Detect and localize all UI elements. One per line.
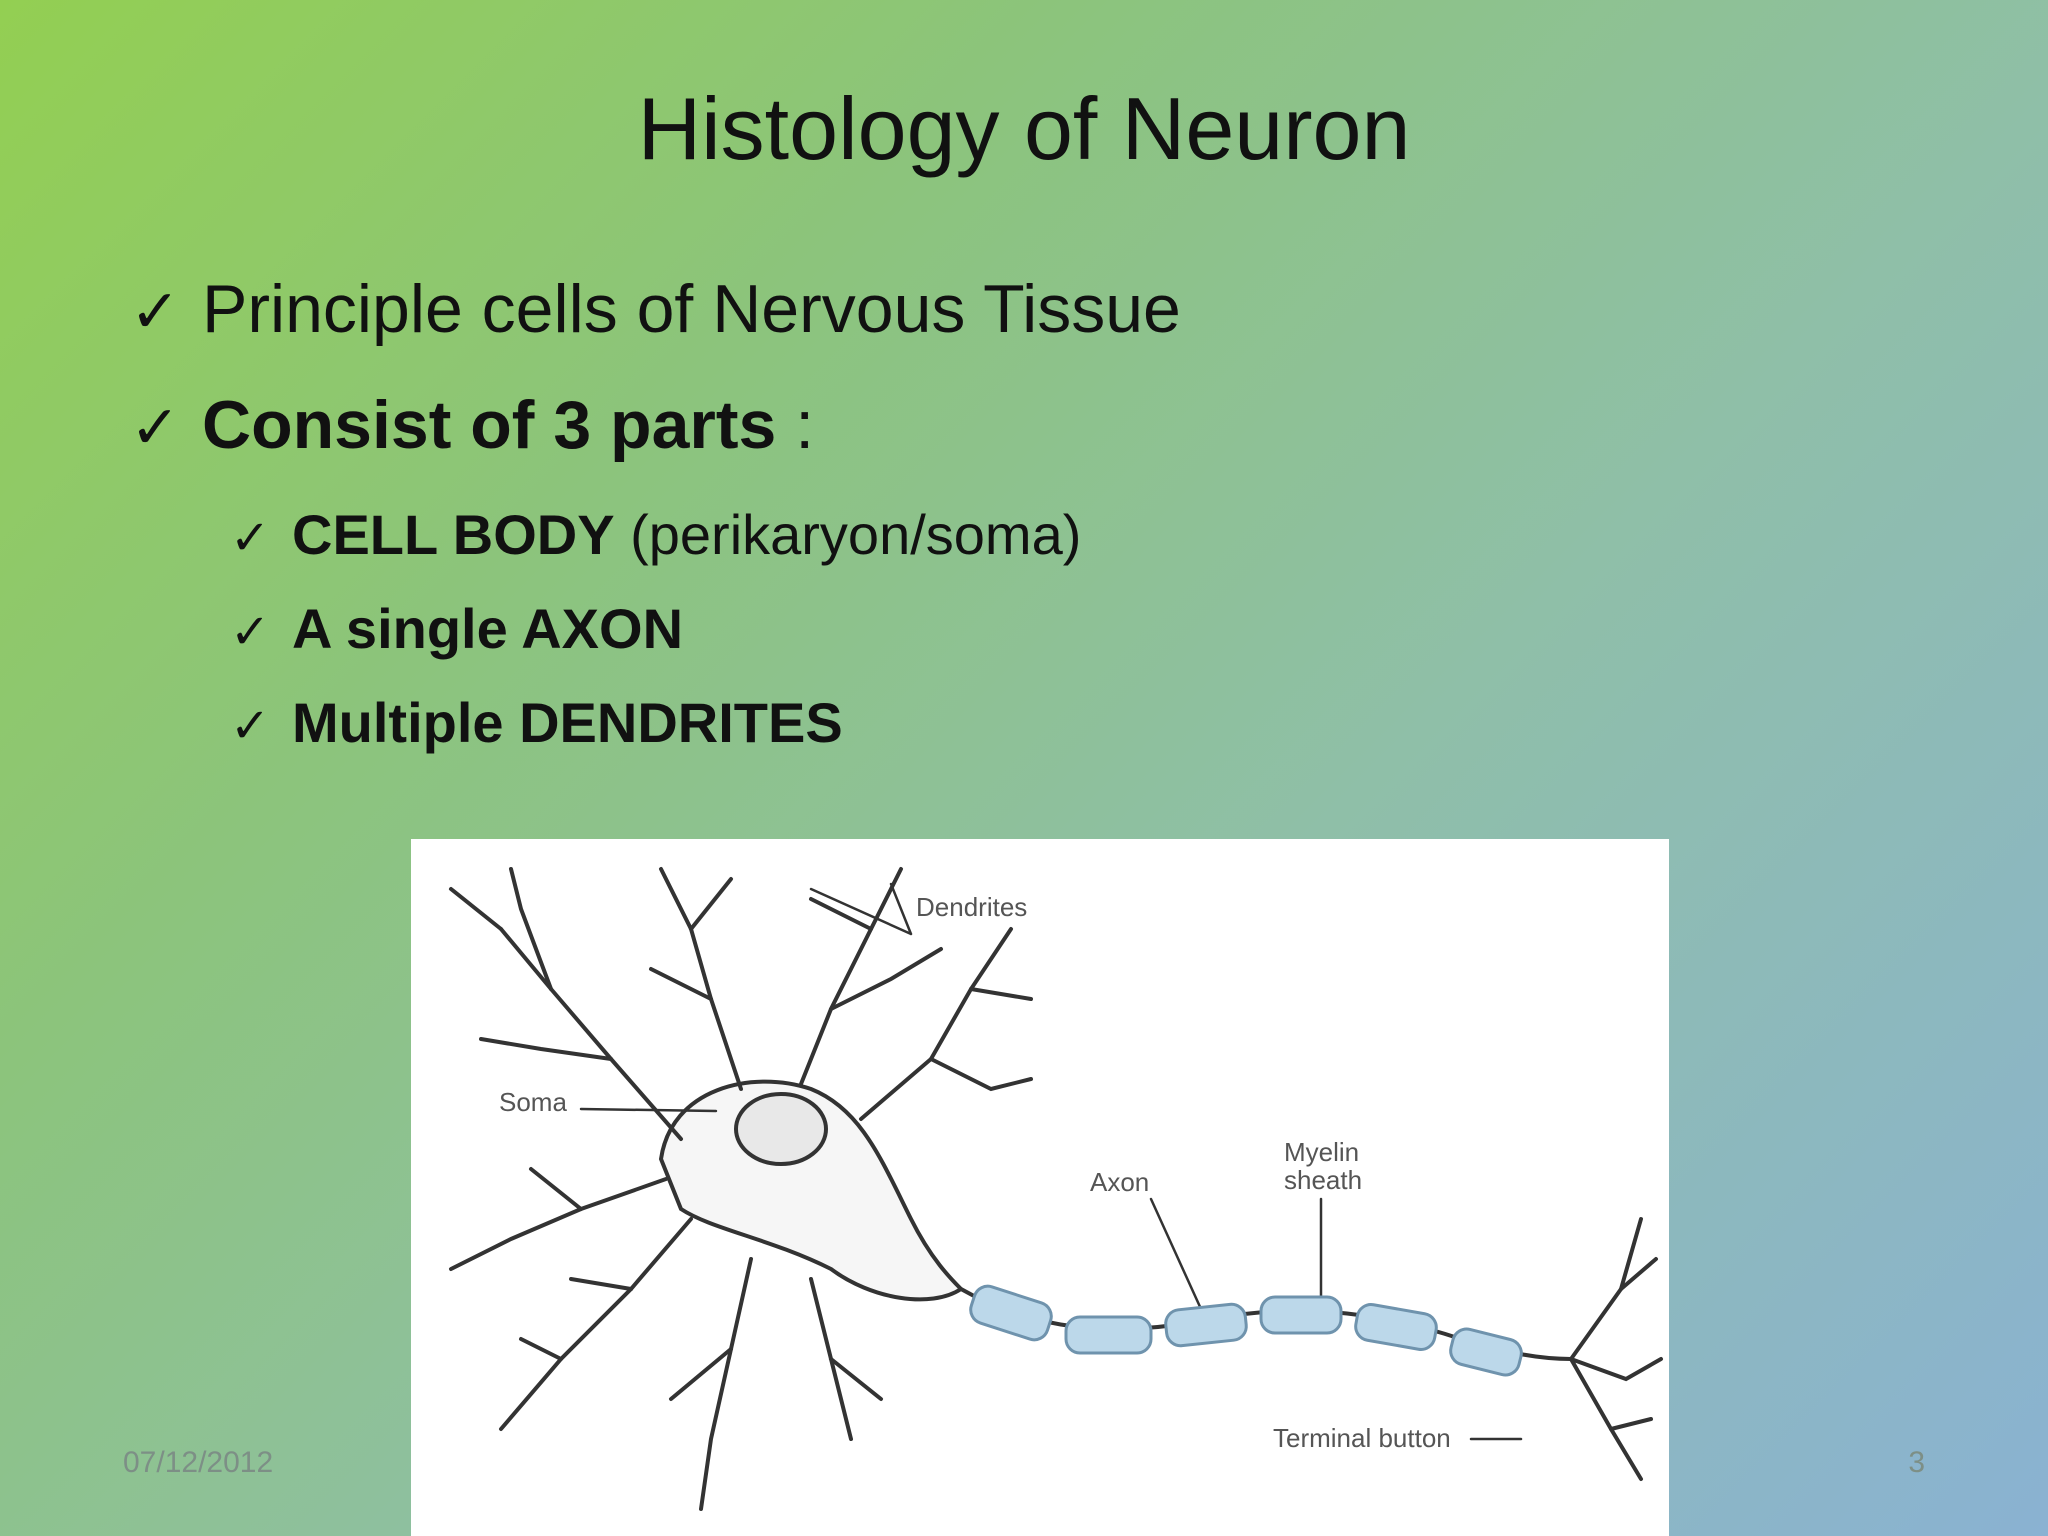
sub-bullet-text: (perikaryon/soma) [614,503,1082,566]
bullet-text: Principle cells of Nervous Tissue [202,271,1181,347]
axon-label: Axon [1090,1167,1149,1197]
bullet-text: : [776,387,815,463]
terminal-button-label: Terminal button [1273,1423,1451,1453]
sub-bullet-bold-text: Multiple DENDRITES [292,691,843,754]
footer-date: 07/12/2012 [123,1446,274,1479]
myelin-label-line1: Myelin [1284,1137,1359,1167]
bullet-item: ✓ Consist of 3 parts : [130,386,1181,502]
check-icon: ✓ [230,512,271,565]
myelin-label-line2: sheath [1284,1165,1362,1195]
nucleus-shape [734,1092,828,1166]
neuron-diagram: Dendrites Soma Axon Myelin sheath Termin… [411,839,1669,1536]
sub-bullet-item: ✓ A single AXON [230,596,1181,690]
check-icon: ✓ [230,606,271,659]
sub-bullet-bold-text: CELL BODY [292,503,615,566]
dendrites-label: Dendrites [916,892,1027,922]
sub-bullet-bold-text: A single AXON [292,597,684,660]
bullet-item: ✓ Principle cells of Nervous Tissue [130,270,1181,386]
check-icon: ✓ [130,394,181,461]
slide-title: Histology of Neuron [637,79,1411,178]
sub-bullet-item: ✓ Multiple DENDRITES [230,690,1181,784]
myelin-segment [1354,1303,1438,1351]
sub-bullet-item: ✓ CELL BODY (perikaryon/soma) [230,502,1181,596]
check-icon: ✓ [130,278,181,345]
myelin-segment [1164,1302,1248,1348]
slide-number: 3 [1908,1446,1925,1479]
check-icon: ✓ [230,700,271,753]
bullet-bold-text: Consist of 3 parts [202,387,777,463]
myelin-segment [1449,1327,1523,1377]
soma-label: Soma [499,1087,567,1117]
myelin-segment [1259,1295,1343,1335]
myelin-segment [969,1284,1053,1342]
myelin-segment [1064,1315,1153,1355]
bullet-list: ✓ Principle cells of Nervous Tissue ✓ Co… [130,270,1181,784]
